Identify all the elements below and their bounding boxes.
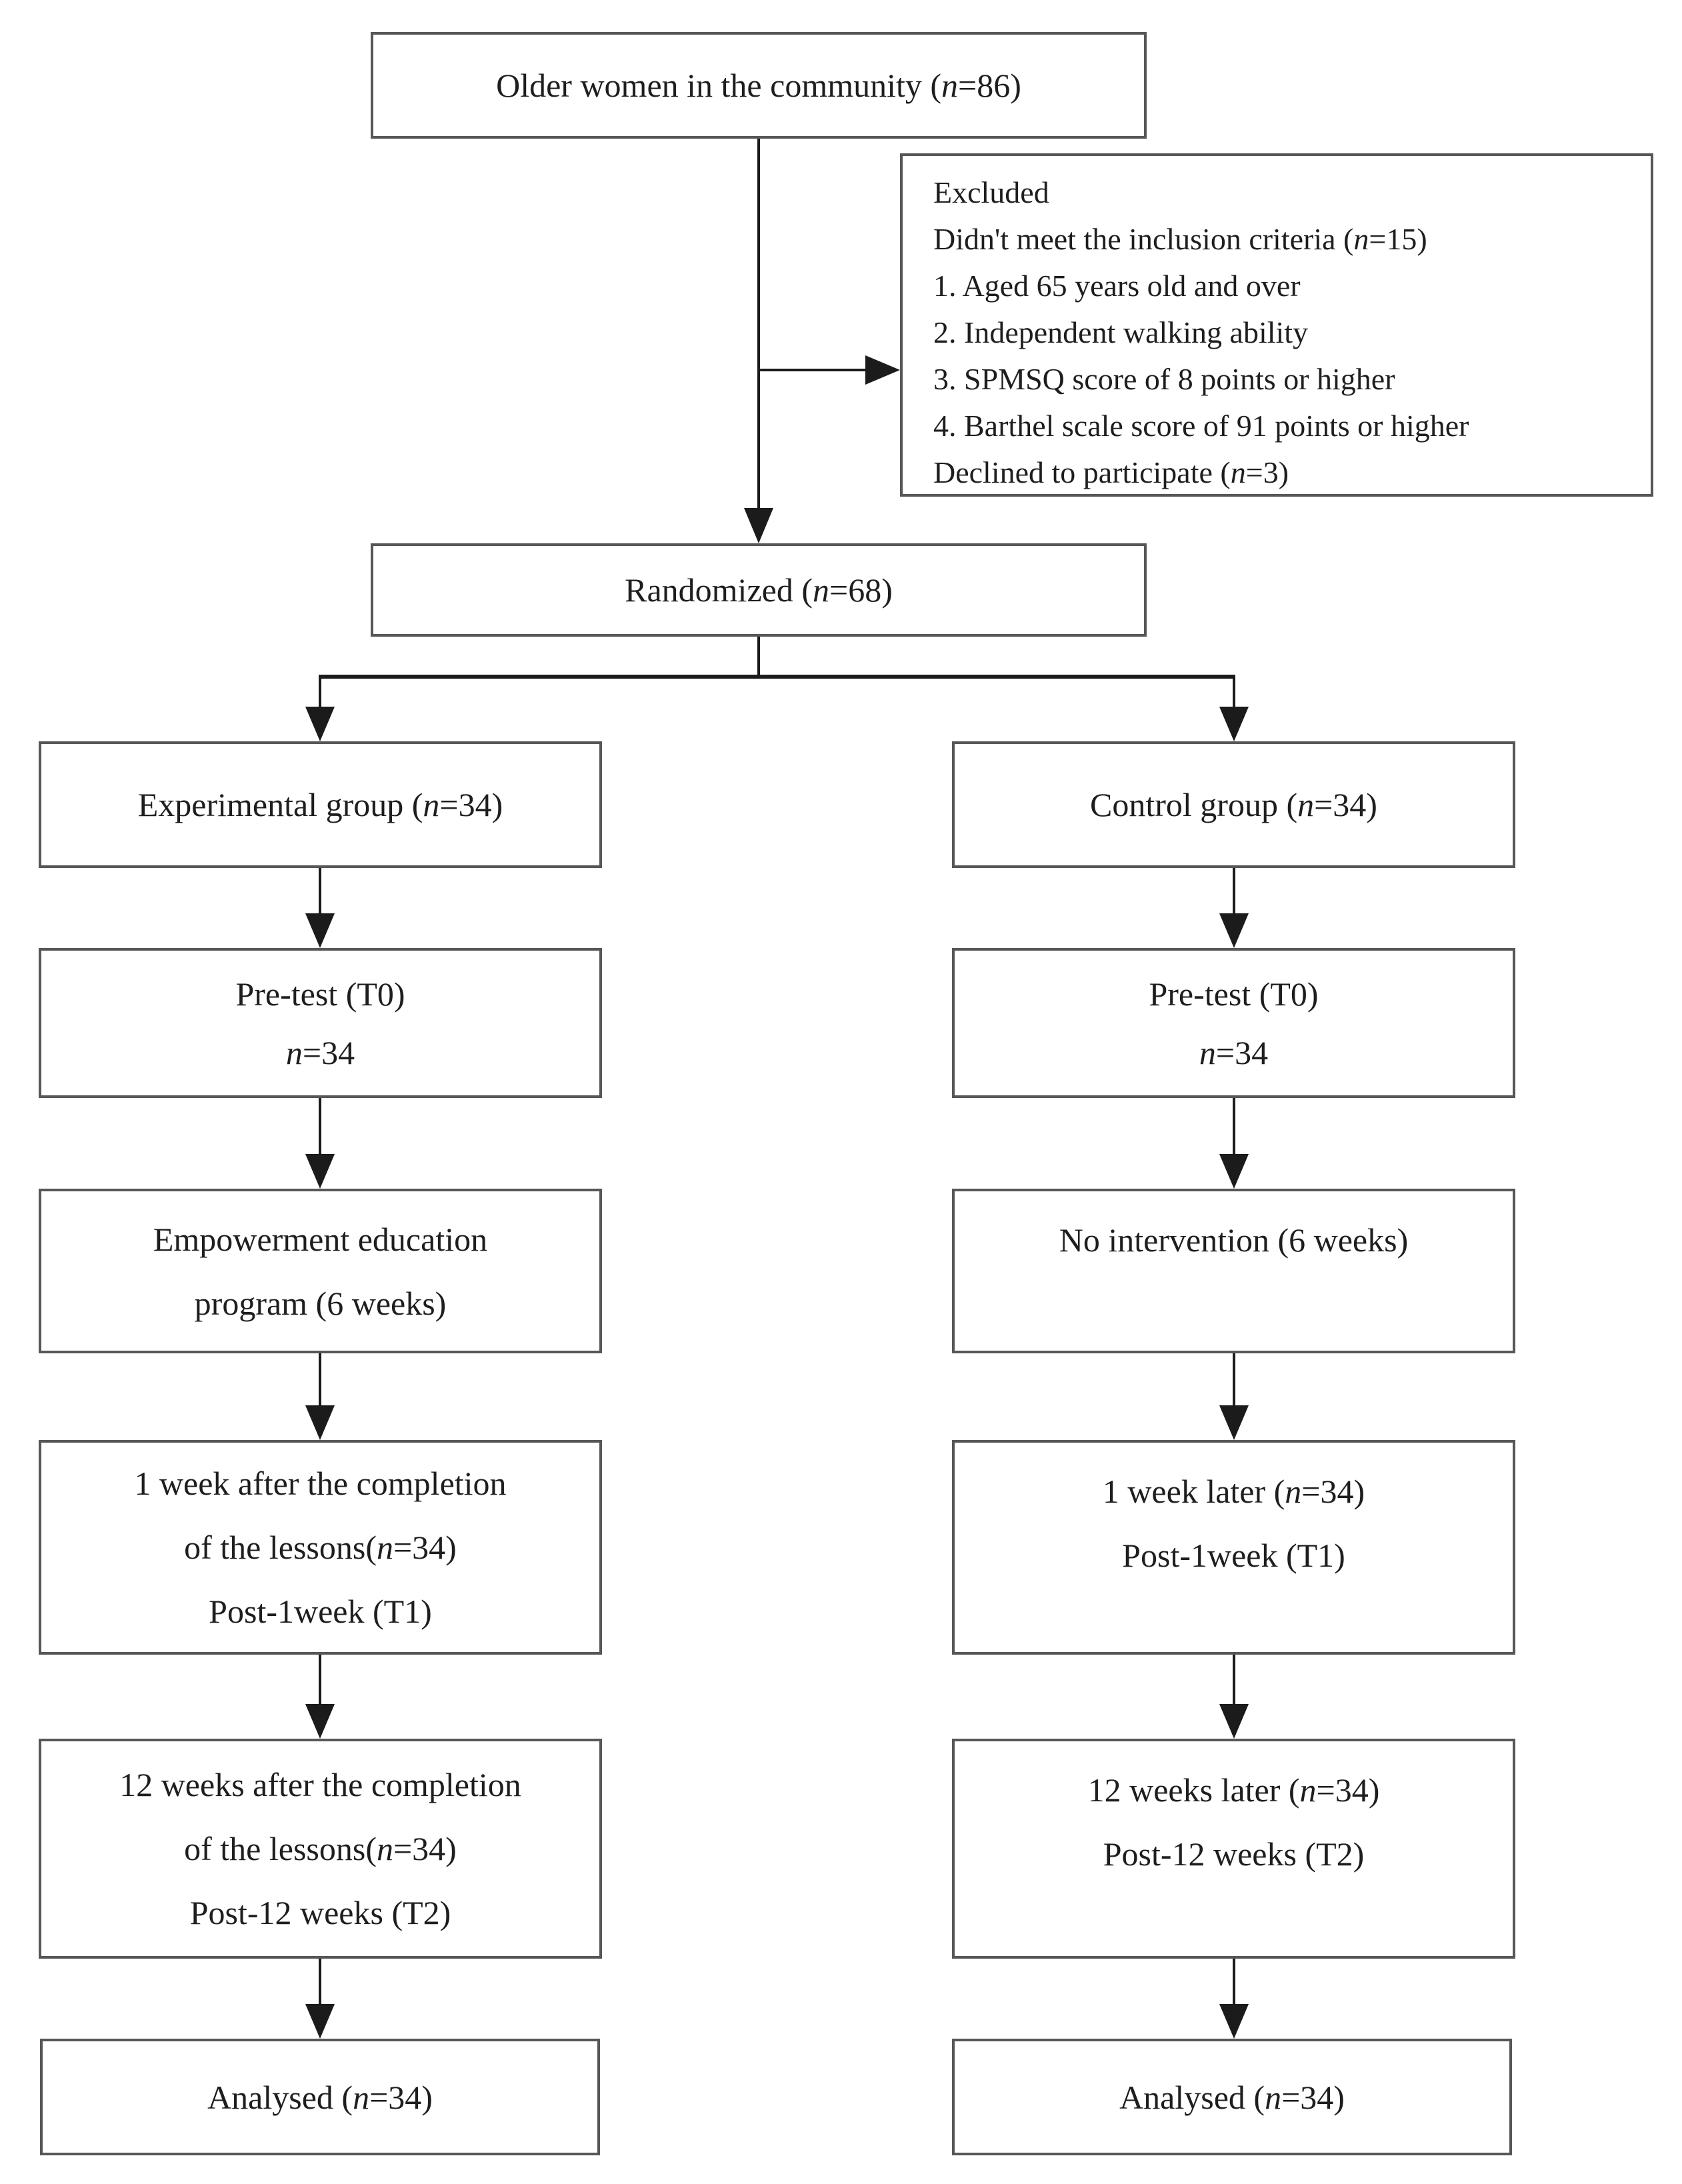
enrollment-box: Older women in the community (n=86)	[371, 32, 1147, 139]
experimental-group-text: Experimental group (n=34)	[137, 786, 503, 823]
excluded-criterion-2: 2. Independent walking ability	[933, 315, 1309, 349]
control-analysed-box: Analysed (n=34)	[952, 2039, 1512, 2155]
control-intervention-box: No intervention (6 weeks)	[952, 1189, 1515, 1353]
control-post-12weeks-line1: 12 weeks later (n=34)	[1087, 1771, 1380, 1809]
control-pretest-line2: n=34	[1199, 1033, 1269, 1071]
experimental-post-12weeks-line1: 12 weeks after the completion	[119, 1766, 521, 1803]
experimental-analysed-box: Analysed (n=34)	[40, 2039, 600, 2155]
control-post-12weeks-line2: Post-12 weeks (T2)	[1103, 1835, 1365, 1873]
control-analysed-text: Analysed (n=34)	[1119, 2078, 1345, 2116]
experimental-post-12weeks-line2: of the lessons(n=34)	[184, 1830, 457, 1867]
experimental-pretest-box: Pre-test (T0) n=34	[39, 948, 602, 1098]
connector-ctrl-post12weeks-to-analysed	[1219, 1959, 1249, 2039]
control-pretest-line1: Pre-test (T0)	[1149, 975, 1319, 1013]
experimental-intervention-line2: program (6 weeks)	[194, 1284, 447, 1322]
connector-ctrl-pretest-to-intervention	[1219, 1098, 1249, 1189]
excluded-title: Excluded	[933, 175, 1049, 209]
connector-exp-intervention-to-post1week	[305, 1353, 335, 1440]
enrollment-text: Older women in the community (n=86)	[496, 67, 1021, 104]
randomized-text: Randomized (n=68)	[625, 571, 893, 609]
randomized-box: Randomized (n=68)	[371, 543, 1147, 637]
excluded-reason-criteria: Didn't meet the inclusion criteria (n=15…	[933, 222, 1427, 256]
experimental-post-12weeks-line3: Post-12 weeks (T2)	[189, 1894, 451, 1931]
control-post-12weeks-box: 12 weeks later (n=34) Post-12 weeks (T2)	[952, 1739, 1515, 1959]
control-post-1week-box: 1 week later (n=34) Post-1week (T1)	[952, 1440, 1515, 1655]
control-pretest-box: Pre-test (T0) n=34	[952, 948, 1515, 1098]
connector-exp-pretest-to-intervention	[305, 1098, 335, 1189]
connector-ctrl-post1week-to-post12weeks	[1219, 1655, 1249, 1739]
experimental-intervention-line1: Empowerment education	[153, 1220, 488, 1258]
experimental-pretest-line2: n=34	[285, 1033, 355, 1071]
connector-exp-group-to-pretest	[305, 868, 335, 948]
experimental-post-1week-line2: of the lessons(n=34)	[184, 1529, 457, 1566]
control-post-1week-line2: Post-1week (T1)	[1122, 1537, 1345, 1574]
experimental-group-box: Experimental group (n=34)	[39, 741, 602, 868]
excluded-criterion-4: 4. Barthel scale score of 91 points or h…	[933, 409, 1469, 443]
experimental-analysed-text: Analysed (n=34)	[207, 2078, 433, 2116]
experimental-post-1week-box: 1 week after the completion of the lesso…	[39, 1440, 602, 1655]
excluded-reason-declined: Declined to participate (n=3)	[933, 455, 1289, 489]
connector-ctrl-intervention-to-post1week	[1219, 1353, 1249, 1440]
experimental-post-1week-line1: 1 week after the completion	[134, 1465, 507, 1502]
experimental-intervention-box: Empowerment education program (6 weeks)	[39, 1189, 602, 1353]
connector-enrollment-to-randomized	[744, 139, 773, 543]
connector-randomized-branch	[305, 637, 1249, 741]
excluded-criterion-1: 1. Aged 65 years old and over	[933, 269, 1301, 303]
connector-enrollment-to-excluded	[759, 355, 900, 385]
excluded-box: Excluded Didn't meet the inclusion crite…	[900, 153, 1653, 497]
control-group-text: Control group (n=34)	[1090, 786, 1377, 823]
control-group-box: Control group (n=34)	[952, 741, 1515, 868]
experimental-pretest-line1: Pre-test (T0)	[235, 975, 405, 1013]
control-post-1week-line1: 1 week later (n=34)	[1102, 1473, 1365, 1510]
control-intervention-text: No intervention (6 weeks)	[1059, 1221, 1409, 1259]
excluded-criterion-3: 3. SPMSQ score of 8 points or higher	[933, 362, 1395, 396]
experimental-post-1week-line3: Post-1week (T1)	[209, 1593, 432, 1630]
connector-ctrl-group-to-pretest	[1219, 868, 1249, 948]
experimental-post-12weeks-box: 12 weeks after the completion of the les…	[39, 1739, 602, 1959]
connector-exp-post12weeks-to-analysed	[305, 1959, 335, 2039]
connector-exp-post1week-to-post12weeks	[305, 1655, 335, 1739]
